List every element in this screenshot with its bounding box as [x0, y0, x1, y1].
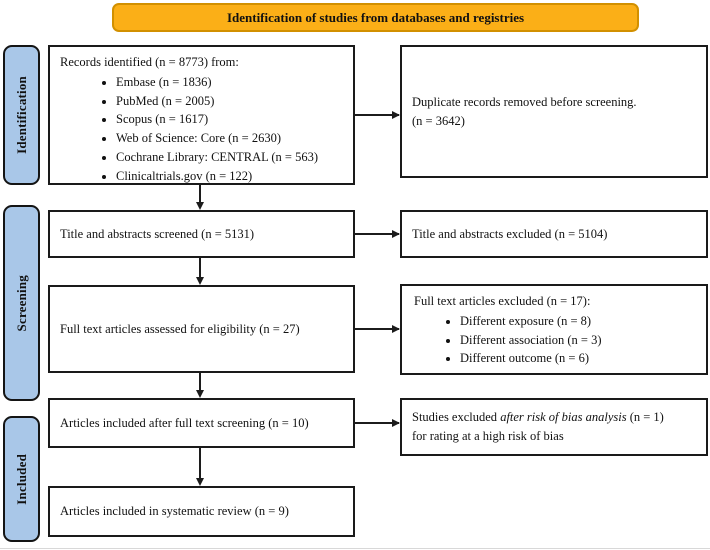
arrow-right-to-full-text-excluded: [354, 324, 400, 333]
stage-label-included-text: Included: [13, 453, 29, 505]
box-included-review: Articles included in systematic review (…: [48, 486, 355, 537]
stage-label-identification-text: Identification: [13, 76, 29, 154]
title-abstracts-screened-text: Title and abstracts screened (n = 5131): [60, 226, 255, 241]
arrowhead-down-icon: [195, 478, 204, 486]
full-text-assessed-text: Full text articles assessed for eligibil…: [60, 321, 300, 336]
arrow-down-assessed-to-included: [195, 373, 204, 398]
risk-of-bias-suffix: (n = 1): [626, 410, 664, 425]
arrowhead-right-icon: [392, 418, 400, 427]
arrowhead-right-icon: [392, 229, 400, 238]
box-duplicates-removed: Duplicate records removed before screeni…: [400, 45, 708, 178]
arrow-right-to-risk-of-bias: [354, 418, 400, 427]
risk-of-bias-line2: for rating at a high risk of bias: [412, 429, 564, 443]
arrowhead-down-icon: [195, 277, 204, 285]
box-full-text-assessed: Full text articles assessed for eligibil…: [48, 285, 355, 373]
list-item: Different association (n = 3): [460, 331, 700, 350]
box-risk-of-bias-excluded: Studies excluded after risk of bias anal…: [400, 398, 708, 456]
included-review-text: Articles included in systematic review (…: [60, 504, 289, 519]
list-item: Scopus (n = 1617): [116, 110, 347, 129]
arrow-right-to-abstracts-excluded: [354, 229, 400, 238]
box-title-abstracts-screened: Title and abstracts screened (n = 5131): [48, 210, 355, 258]
duplicates-removed-text: Duplicate records removed before screeni…: [412, 93, 637, 131]
stage-label-identification: Identification: [3, 45, 40, 185]
included-full-text-text: Articles included after full text screen…: [60, 415, 309, 430]
arrowhead-down-icon: [195, 390, 204, 398]
diagram-title-banner: Identification of studies from databases…: [112, 3, 639, 32]
arrow-down-screened-to-assessed: [195, 258, 204, 285]
records-identified-title: Records identified (n = 8773) from:: [60, 55, 239, 69]
list-item: Embase (n = 1836): [116, 73, 347, 92]
box-full-text-excluded: Full text articles excluded (n = 17): Di…: [400, 284, 708, 375]
stage-label-included: Included: [3, 416, 40, 542]
stage-label-screening: Screening: [3, 205, 40, 401]
duplicates-removed-line1: Duplicate records removed before screeni…: [412, 94, 637, 109]
risk-of-bias-italic: after risk of bias analysis: [500, 410, 627, 425]
box-included-full-text: Articles included after full text screen…: [48, 398, 355, 448]
arrow-down-identification-to-screening: [195, 185, 204, 210]
risk-of-bias-prefix: Studies excluded: [412, 410, 501, 425]
list-item: Different outcome (n = 6): [460, 349, 700, 368]
arrowhead-right-icon: [392, 110, 400, 119]
list-item: Different exposure (n = 8): [460, 312, 700, 331]
list-item: Clinicaltrials.gov (n = 122): [116, 167, 347, 186]
risk-of-bias-line1: Studies excluded after risk of bias anal…: [412, 408, 664, 427]
risk-of-bias-excluded-text: Studies excluded after risk of bias anal…: [412, 408, 664, 446]
box-title-abstracts-excluded: Title and abstracts excluded (n = 5104): [400, 210, 708, 258]
list-item: Web of Science: Core (n = 2630): [116, 129, 347, 148]
arrowhead-down-icon: [195, 202, 204, 210]
records-identified-list: Embase (n = 1836) PubMed (n = 2005) Scop…: [60, 73, 347, 186]
list-item: PubMed (n = 2005): [116, 92, 347, 111]
arrowhead-right-icon: [392, 324, 400, 333]
arrow-down-included-to-review: [195, 448, 204, 486]
list-item: Cochrane Library: CENTRAL (n = 563): [116, 148, 347, 167]
full-text-excluded-title: Full text articles excluded (n = 17):: [414, 294, 591, 308]
full-text-excluded-list: Different exposure (n = 8) Different ass…: [414, 312, 700, 368]
diagram-title: Identification of studies from databases…: [226, 9, 525, 25]
bottom-divider: [0, 548, 710, 549]
title-abstracts-excluded-text: Title and abstracts excluded (n = 5104): [412, 226, 608, 241]
box-records-identified: Records identified (n = 8773) from: Emba…: [48, 45, 355, 185]
duplicates-removed-line2: (n = 3642): [412, 113, 465, 128]
arrow-right-to-duplicates: [354, 110, 400, 119]
stage-label-screening-text: Screening: [13, 274, 29, 332]
